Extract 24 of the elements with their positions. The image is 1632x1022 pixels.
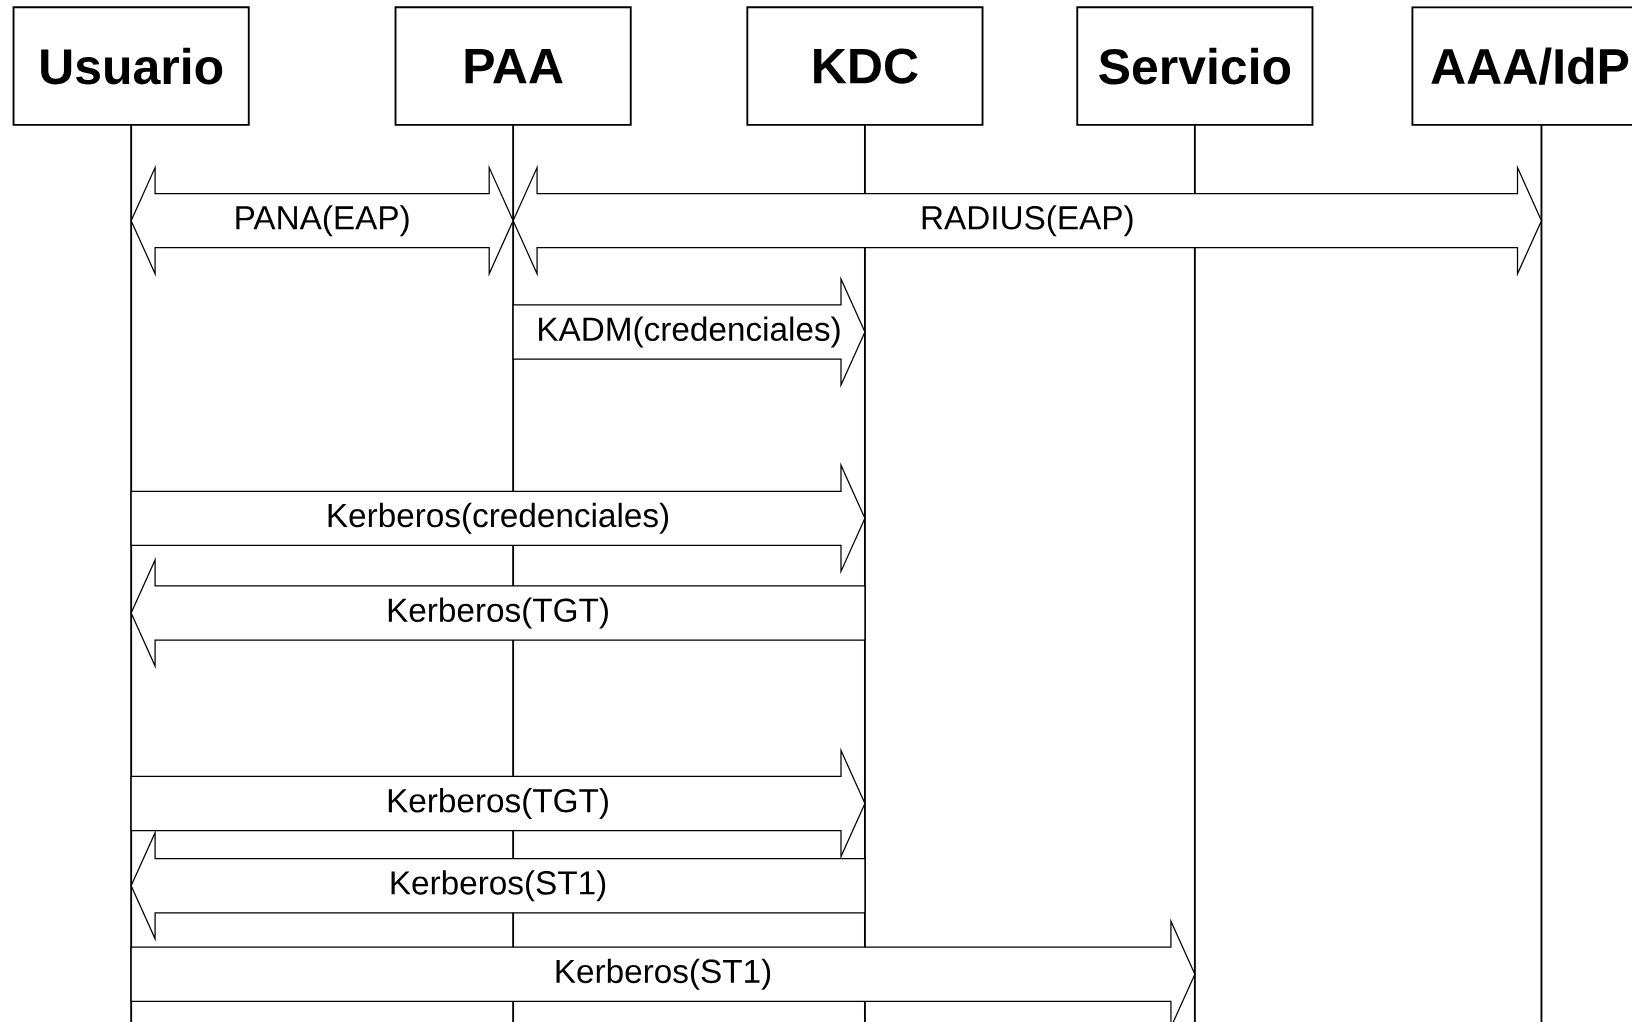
edge-label: Kerberos(TGT) xyxy=(388,597,608,629)
block-arrow xyxy=(512,164,1543,277)
lifeline xyxy=(1540,123,1543,1022)
participant-box: Servicio xyxy=(1076,6,1314,126)
participant-box: KDC xyxy=(746,6,984,126)
edge-label: Kerberos(ST1) xyxy=(556,958,771,990)
block-arrow xyxy=(130,462,866,575)
lifeline xyxy=(130,123,133,1022)
block-arrow xyxy=(512,276,866,388)
edge-label: PANA(EAP) xyxy=(236,205,409,237)
participant-box: PAA xyxy=(394,6,632,126)
lifeline xyxy=(1193,123,1196,1022)
block-arrow xyxy=(130,747,866,860)
participant-box: Usuario xyxy=(12,6,250,126)
edge-label: RADIUS(EAP) xyxy=(922,205,1133,237)
block-arrow xyxy=(130,557,866,669)
edge-label: Kerberos(ST1) xyxy=(391,870,606,902)
block-arrow xyxy=(130,918,1196,1022)
participant-box: AAA/IdP xyxy=(1411,6,1632,126)
edge-label: Kerberos(TGT) xyxy=(388,788,608,819)
edge-label: Kerberos(credenciales) xyxy=(328,502,669,534)
edge-label: KADM(credenciales) xyxy=(539,316,840,348)
block-arrow xyxy=(130,164,514,277)
block-arrow xyxy=(130,829,866,942)
